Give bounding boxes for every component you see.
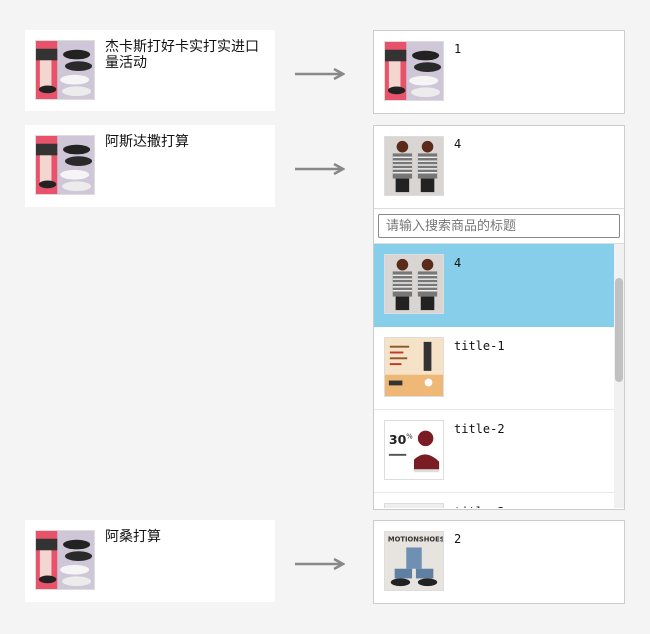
source-product-card: 阿斯达撒打算 [25,125,275,207]
source-product-image [35,40,95,100]
source-product-card: 阿桑打算 [25,520,275,602]
target-product-image [384,531,444,591]
source-product-title: 阿桑打算 [105,529,161,545]
arrow-right-icon [295,558,345,570]
scrollbar-thumb[interactable] [615,278,623,382]
target-product-title: 4 [454,137,462,151]
product-option[interactable]: title-2 [374,410,614,493]
option-title: title-2 [454,422,505,436]
target-product-select-open[interactable]: 4 4 title-1 title-2 title-3 [373,125,625,510]
target-product-select[interactable]: 1 [373,30,625,114]
target-product-title: 1 [454,42,462,56]
arrow-right-icon [295,68,345,80]
target-product-image [384,136,444,196]
option-title: title-1 [454,339,505,353]
option-image [384,420,444,480]
option-image [384,337,444,397]
arrow-right-icon [295,163,345,175]
option-title: title-3 [454,505,505,508]
target-product-title: 2 [454,532,462,546]
product-option[interactable]: title-3 [374,493,614,508]
source-product-image [35,135,95,195]
option-image [384,254,444,314]
product-option-list: 4 title-1 title-2 title-3 [374,244,624,508]
product-option[interactable]: title-1 [374,327,614,410]
source-product-title: 杰卡斯打好卡实打实进口量活动 [105,39,259,71]
source-product-card: 杰卡斯打好卡实打实进口量活动 [25,30,275,111]
scrollbar[interactable] [614,244,624,508]
search-bar [374,208,624,244]
source-product-image [35,530,95,590]
target-product-image [384,41,444,101]
source-product-title: 阿斯达撒打算 [105,134,189,150]
option-image [384,503,444,508]
target-product-select[interactable]: 2 [373,520,625,604]
option-title: 4 [454,256,462,270]
product-option-selected[interactable]: 4 [374,244,614,327]
search-input[interactable] [378,214,620,238]
